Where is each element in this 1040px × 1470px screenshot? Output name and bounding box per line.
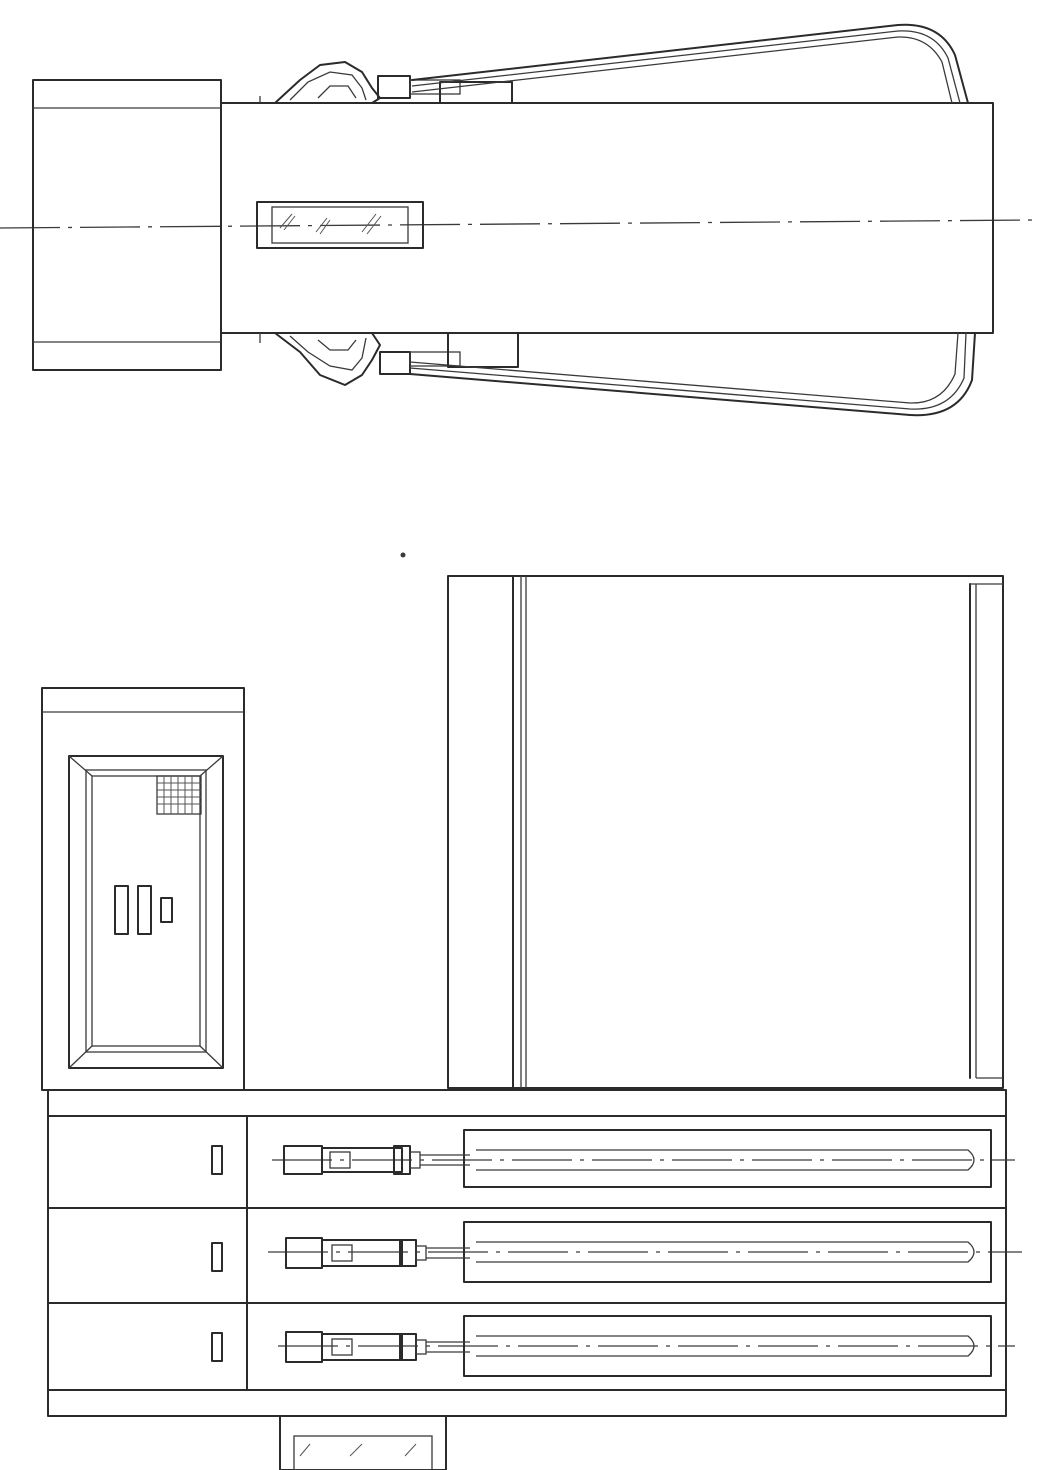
nozzle-bay-2: [211, 1221, 1022, 1283]
bay-1-nozzle: [283, 1145, 470, 1175]
nozzle-bay-3: [211, 1315, 1015, 1377]
bay-1-indicator: [211, 1145, 223, 1175]
front-base: [47, 1089, 1007, 1417]
speck: [400, 552, 406, 558]
display-slots: [114, 885, 173, 935]
top-left-housing: [32, 79, 222, 371]
bay-3-holster: [463, 1315, 992, 1377]
front-view: [41, 575, 1022, 1470]
bay-2-indicator: [211, 1242, 223, 1272]
bay-3-indicator: [211, 1332, 223, 1362]
top-main-body: [220, 96, 994, 343]
keypad-icon: [156, 775, 202, 815]
front-plinth: [279, 1415, 447, 1470]
front-control-cabinet: [41, 687, 245, 1091]
bay-1-holster: [463, 1129, 992, 1188]
bay-2-holster: [463, 1221, 992, 1283]
top-centerline: [0, 219, 1036, 229]
bay-3-nozzle: [285, 1331, 470, 1363]
top-upper-nozzle: [274, 23, 969, 104]
bay-2-nozzle: [285, 1237, 470, 1269]
top-display-window: [256, 201, 424, 249]
top-view: [0, 23, 1036, 417]
top-lower-nozzle: [274, 332, 976, 417]
nozzle-bay-1: [211, 1129, 1015, 1188]
front-column: [447, 575, 1004, 1089]
